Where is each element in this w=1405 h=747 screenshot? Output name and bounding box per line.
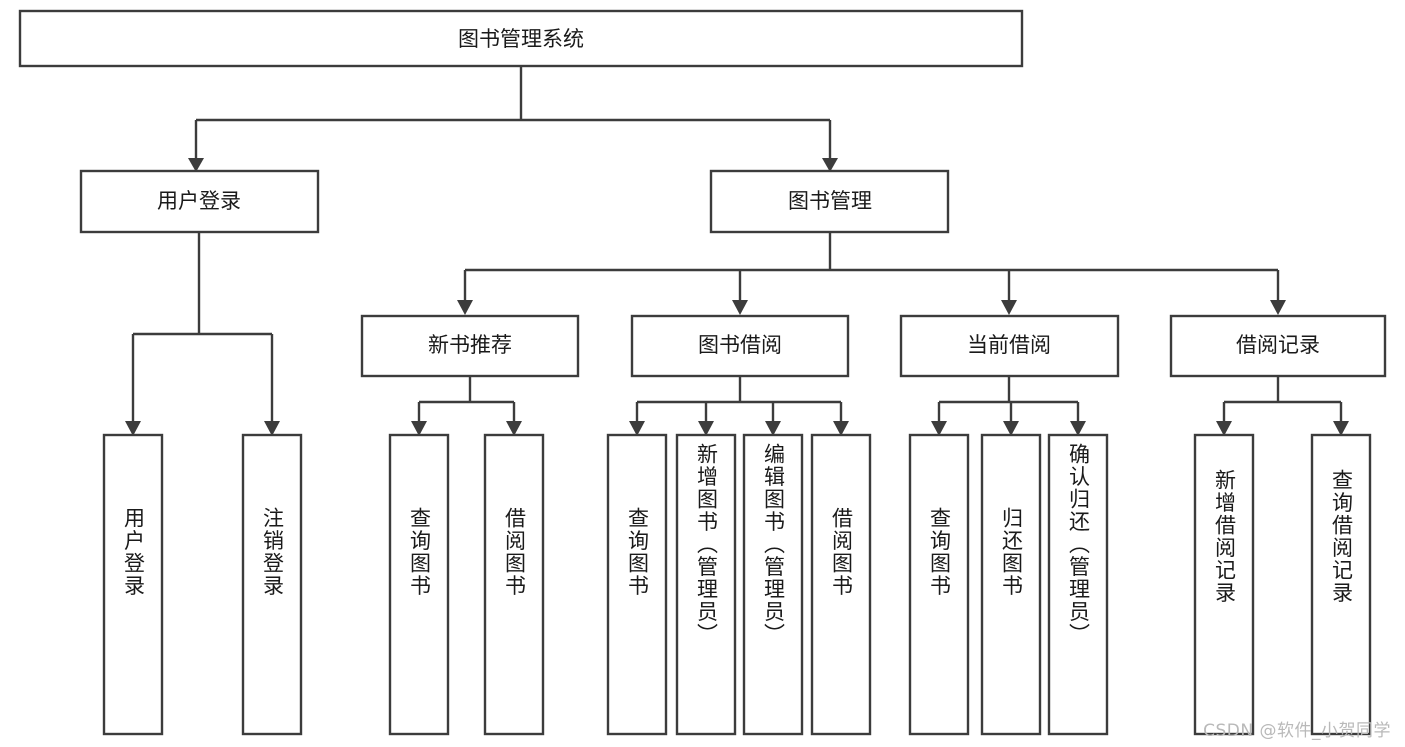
node-current-borrow-label: 当前借阅 [967, 333, 1051, 357]
node-new-book-recommend-label: 新书推荐 [428, 333, 512, 357]
node-new-book-recommend[interactable] [360, 314, 580, 378]
connector-borrowrecord-to-leaves [1216, 376, 1349, 436]
leaf-book-borrow-1[interactable] [675, 433, 737, 736]
node-borrow-record[interactable] [1169, 314, 1387, 378]
csdn-watermark: CSDN @软件_小贺同学 [1203, 721, 1391, 741]
node-book-borrow-label: 图书借阅 [698, 333, 782, 357]
leaf-current-borrow-0[interactable] [908, 433, 970, 736]
leaf-borrow-record-1[interactable] [1310, 433, 1372, 736]
node-user-login[interactable] [79, 169, 320, 234]
leaf-book-borrow-2[interactable] [742, 433, 804, 736]
leaf-current-borrow-1[interactable] [980, 433, 1042, 736]
connector-userlogin-to-leaves [125, 232, 280, 436]
node-borrow-record-label: 借阅记录 [1236, 333, 1320, 357]
node-user-login-label: 用户登录 [157, 189, 241, 213]
leaf-book-borrow-3[interactable] [810, 433, 872, 736]
node-root-label: 图书管理系统 [458, 27, 584, 51]
node-book-borrow[interactable] [630, 314, 850, 378]
node-book-management[interactable] [709, 169, 950, 234]
leaf-user-login-0[interactable] [102, 433, 164, 736]
leaf-new-book-0[interactable] [388, 433, 450, 736]
connector-bookborrow-to-leaves [629, 376, 849, 436]
connector-currentborrow-to-leaves [931, 376, 1086, 436]
node-current-borrow[interactable] [899, 314, 1120, 378]
connector-bookmgmt-to-level3 [457, 232, 1286, 315]
leaf-new-book-1[interactable] [483, 433, 545, 736]
node-book-management-label: 图书管理 [788, 189, 872, 213]
connector-root-to-level2 [188, 66, 838, 172]
leaf-borrow-record-0[interactable] [1193, 433, 1255, 736]
leaf-user-login-1[interactable] [241, 433, 303, 736]
leaf-current-borrow-2[interactable] [1047, 433, 1109, 736]
leaf-book-borrow-0[interactable] [606, 433, 668, 736]
connector-newbook-to-leaves [411, 376, 522, 436]
node-root[interactable] [18, 9, 1024, 68]
